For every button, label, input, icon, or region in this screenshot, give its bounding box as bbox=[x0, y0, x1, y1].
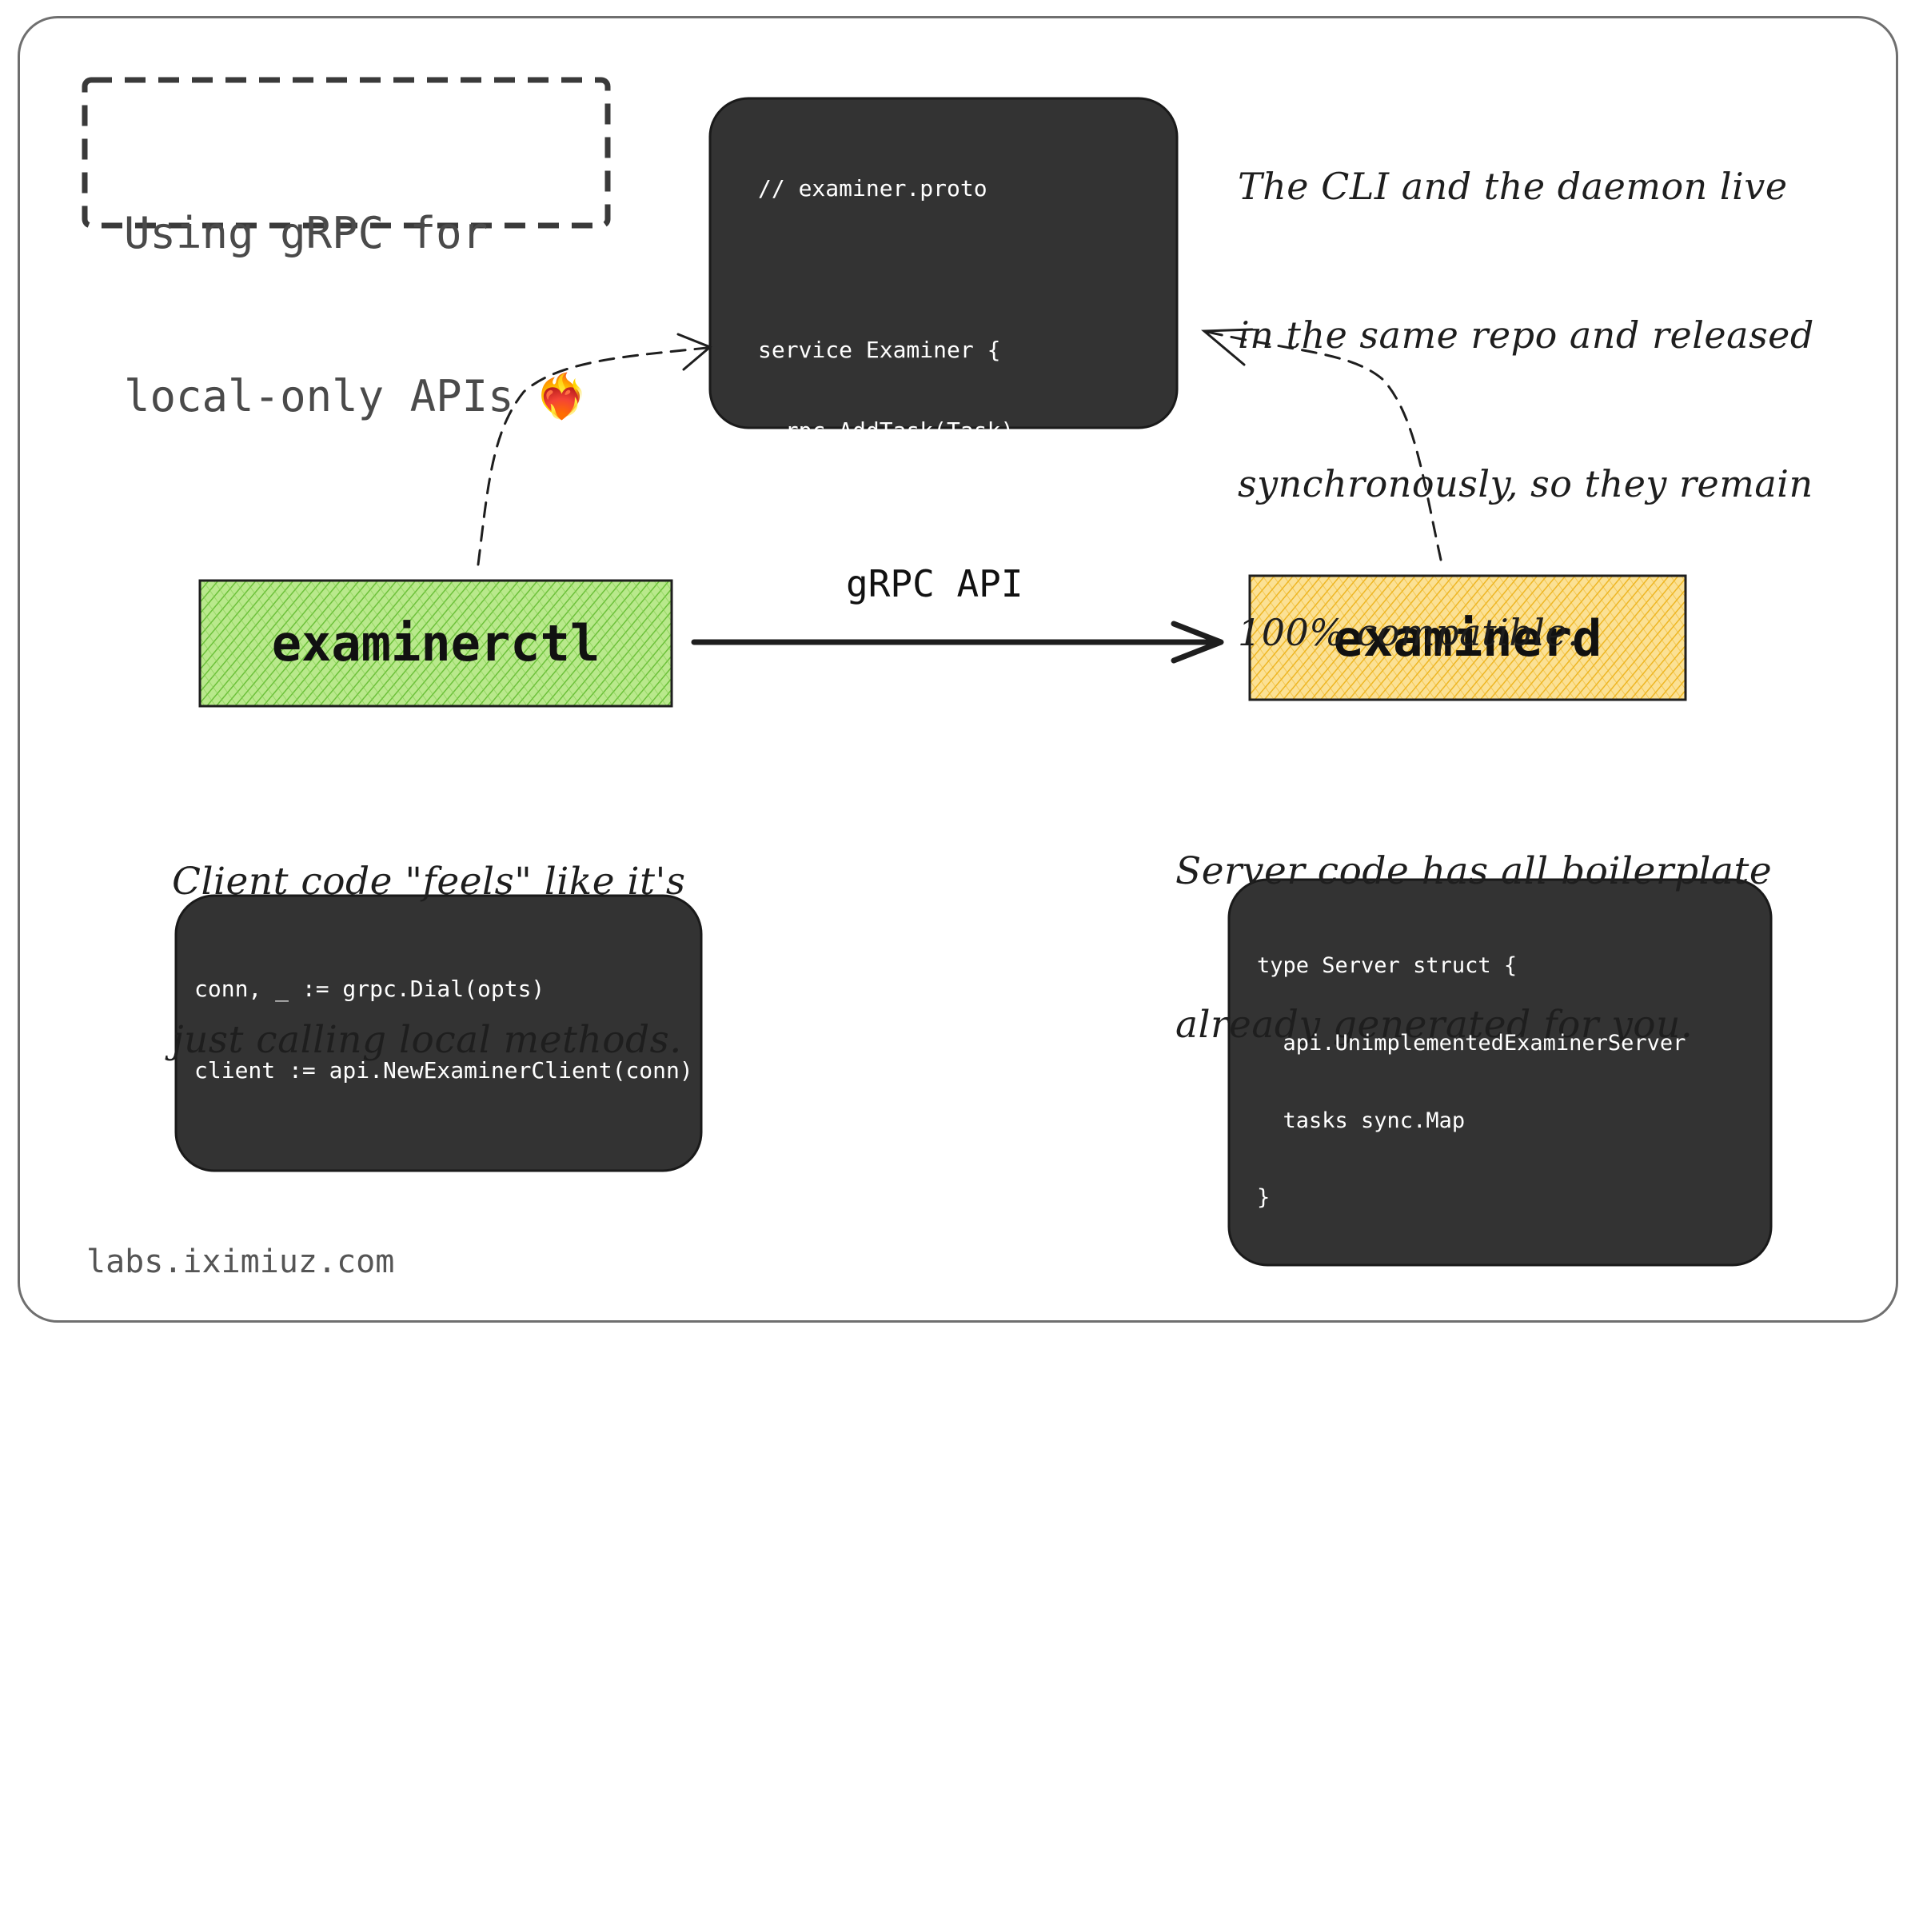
heart-on-fire-icon: ❤‍🔥 bbox=[534, 371, 588, 421]
server-to-proto-arrow bbox=[1201, 328, 1442, 561]
client-to-proto-arrow bbox=[477, 333, 712, 566]
examinerctl-node bbox=[198, 579, 673, 708]
diagram-frame bbox=[18, 16, 1898, 1323]
examinerd-label: examinerd bbox=[1333, 609, 1602, 668]
examinerctl-label: examinerctl bbox=[271, 614, 600, 673]
grpc-api-label: gRPC API bbox=[846, 562, 1023, 605]
server-code: type Server struct { api.UnimplementedEx… bbox=[1257, 953, 1764, 1906]
title-line-2: local-only APIs❤‍🔥 bbox=[124, 371, 588, 421]
grpc-arrow bbox=[691, 621, 1224, 664]
diagram-canvas bbox=[82, 77, 1773, 1267]
compat-note: The CLI and the daemon live in the same … bbox=[1238, 165, 1814, 654]
examinerd-node bbox=[1248, 574, 1687, 701]
client-note: Client code "feels" like it's just calli… bbox=[172, 860, 686, 1062]
proto-code: // examiner.proto service Examiner { rpc… bbox=[758, 175, 1190, 1008]
diagram-title: Using gRPC for local-only APIs❤‍🔥 bbox=[124, 98, 588, 478]
server-note: Server code has all boilerplate already … bbox=[1175, 849, 1773, 1047]
proto-code-box bbox=[708, 97, 1179, 429]
server-code-box bbox=[1227, 878, 1773, 1267]
title-line-1: Using gRPC for bbox=[124, 208, 489, 258]
title-box bbox=[82, 77, 611, 229]
site-footer: labs.iximiuz.com bbox=[86, 1243, 395, 1280]
client-code-box bbox=[174, 894, 703, 1172]
